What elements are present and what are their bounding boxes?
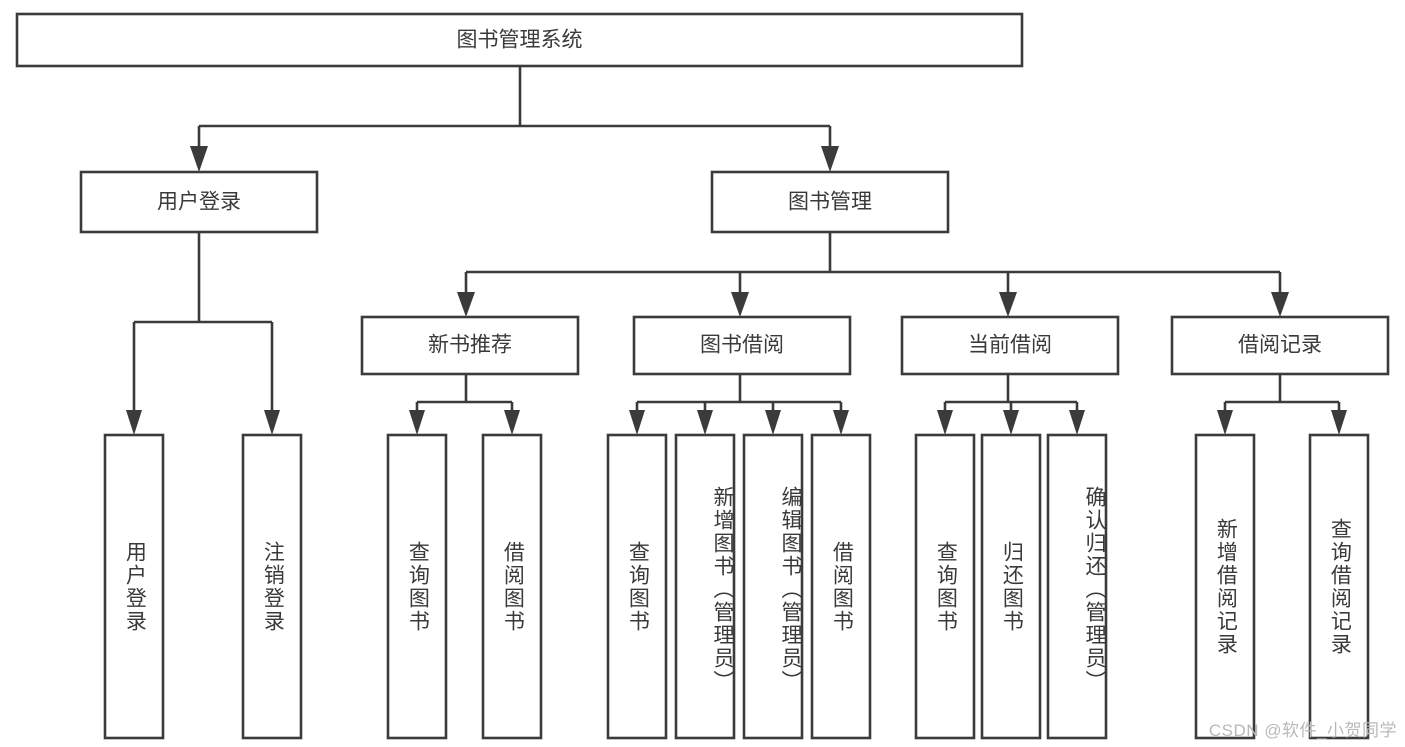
connector-group-book-manage bbox=[457, 233, 1289, 317]
node-leaf-return-book-box[interactable] bbox=[980, 433, 1042, 740]
node-new-book-recommend-label: 新书推荐 bbox=[428, 334, 512, 357]
node-root[interactable]: 图书管理系统 bbox=[15, 12, 1024, 68]
arrow-head-leaf-return-book bbox=[1003, 410, 1019, 435]
node-leaf-borrow-book-box[interactable] bbox=[810, 433, 872, 740]
node-borrow-record-box[interactable] bbox=[1170, 315, 1390, 376]
node-user-login-box[interactable] bbox=[79, 170, 319, 234]
node-root-label: 图书管理系统 bbox=[457, 29, 583, 52]
node-user-login-label: 用户登录 bbox=[157, 191, 241, 214]
node-leaf-add-borrow-record-box[interactable] bbox=[1194, 433, 1256, 740]
arrow-head-book-borrow bbox=[731, 292, 749, 317]
arrow-head-leaf-query-book-rec bbox=[409, 410, 425, 435]
node-leaf-user-login-box[interactable] bbox=[103, 433, 165, 740]
node-book-manage-box[interactable] bbox=[710, 170, 950, 234]
arrow-head-leaf-borrow-book bbox=[833, 410, 849, 435]
node-leaf-borrow-book-rec-box[interactable] bbox=[481, 433, 543, 740]
node-book-manage[interactable]: 图书管理 bbox=[710, 170, 950, 234]
node-borrow-record-label: 借阅记录 bbox=[1238, 334, 1322, 357]
arrow-head-user-login bbox=[190, 146, 208, 172]
node-leaf-query-book-cur-box[interactable] bbox=[914, 433, 976, 740]
node-leaf-logout-box[interactable] bbox=[241, 433, 303, 740]
node-book-manage-label: 图书管理 bbox=[788, 191, 872, 214]
arrow-head-leaf-query-book-borrow bbox=[629, 410, 645, 435]
node-current-borrow[interactable]: 当前借阅 bbox=[900, 315, 1120, 376]
arrow-head-leaf-query-borrow-record bbox=[1331, 410, 1347, 435]
arrow-head-leaf-add-borrow-record bbox=[1217, 410, 1233, 435]
node-leaf-edit-book-admin-box[interactable] bbox=[742, 433, 804, 740]
node-book-borrow-label: 图书借阅 bbox=[700, 334, 784, 357]
node-leaf-query-book-borrow-box[interactable] bbox=[606, 433, 668, 740]
node-current-borrow-box[interactable] bbox=[900, 315, 1120, 376]
csdn-watermark: CSDN @软件_小贺同学 bbox=[1208, 721, 1397, 740]
connector-group-new-book-recommend bbox=[409, 374, 520, 435]
node-user-login[interactable]: 用户登录 bbox=[79, 170, 319, 234]
arrow-head-leaf-add-book-admin bbox=[697, 410, 713, 435]
node-borrow-record[interactable]: 借阅记录 bbox=[1170, 315, 1390, 376]
node-book-borrow[interactable]: 图书借阅 bbox=[632, 315, 852, 376]
arrow-head-current-borrow bbox=[999, 292, 1017, 317]
arrow-head-leaf-query-book-cur bbox=[937, 410, 953, 435]
arrow-head-leaf-edit-book-admin bbox=[765, 410, 781, 435]
connector-group-borrow-record bbox=[1217, 374, 1347, 435]
arrow-head-leaf-user-login bbox=[126, 410, 142, 435]
arrow-head-new-book-recommend bbox=[457, 292, 475, 317]
node-new-book-recommend[interactable]: 新书推荐 bbox=[360, 315, 580, 376]
arrow-head-leaf-confirm-return-admin bbox=[1069, 410, 1085, 435]
node-root-box[interactable] bbox=[15, 12, 1024, 68]
arrow-head-borrow-record bbox=[1271, 292, 1289, 317]
node-leaf-add-book-admin-box[interactable] bbox=[674, 433, 736, 740]
connector-group-book-borrow bbox=[629, 374, 849, 435]
connector-group-current-borrow bbox=[937, 374, 1085, 435]
node-book-borrow-box[interactable] bbox=[632, 315, 852, 376]
node-leaf-query-book-rec-box[interactable] bbox=[386, 433, 448, 740]
node-current-borrow-label: 当前借阅 bbox=[968, 334, 1052, 357]
node-leaf-query-borrow-record-box[interactable] bbox=[1308, 433, 1370, 740]
connector-group-user-login bbox=[126, 232, 280, 435]
arrow-head-book-manage bbox=[821, 146, 839, 172]
node-new-book-recommend-box[interactable] bbox=[360, 315, 580, 376]
arrow-head-leaf-borrow-book-rec bbox=[504, 410, 520, 435]
node-leaf-confirm-return-admin-box[interactable] bbox=[1046, 433, 1108, 740]
connector-group-root bbox=[190, 66, 839, 172]
arrow-head-leaf-logout bbox=[264, 410, 280, 435]
